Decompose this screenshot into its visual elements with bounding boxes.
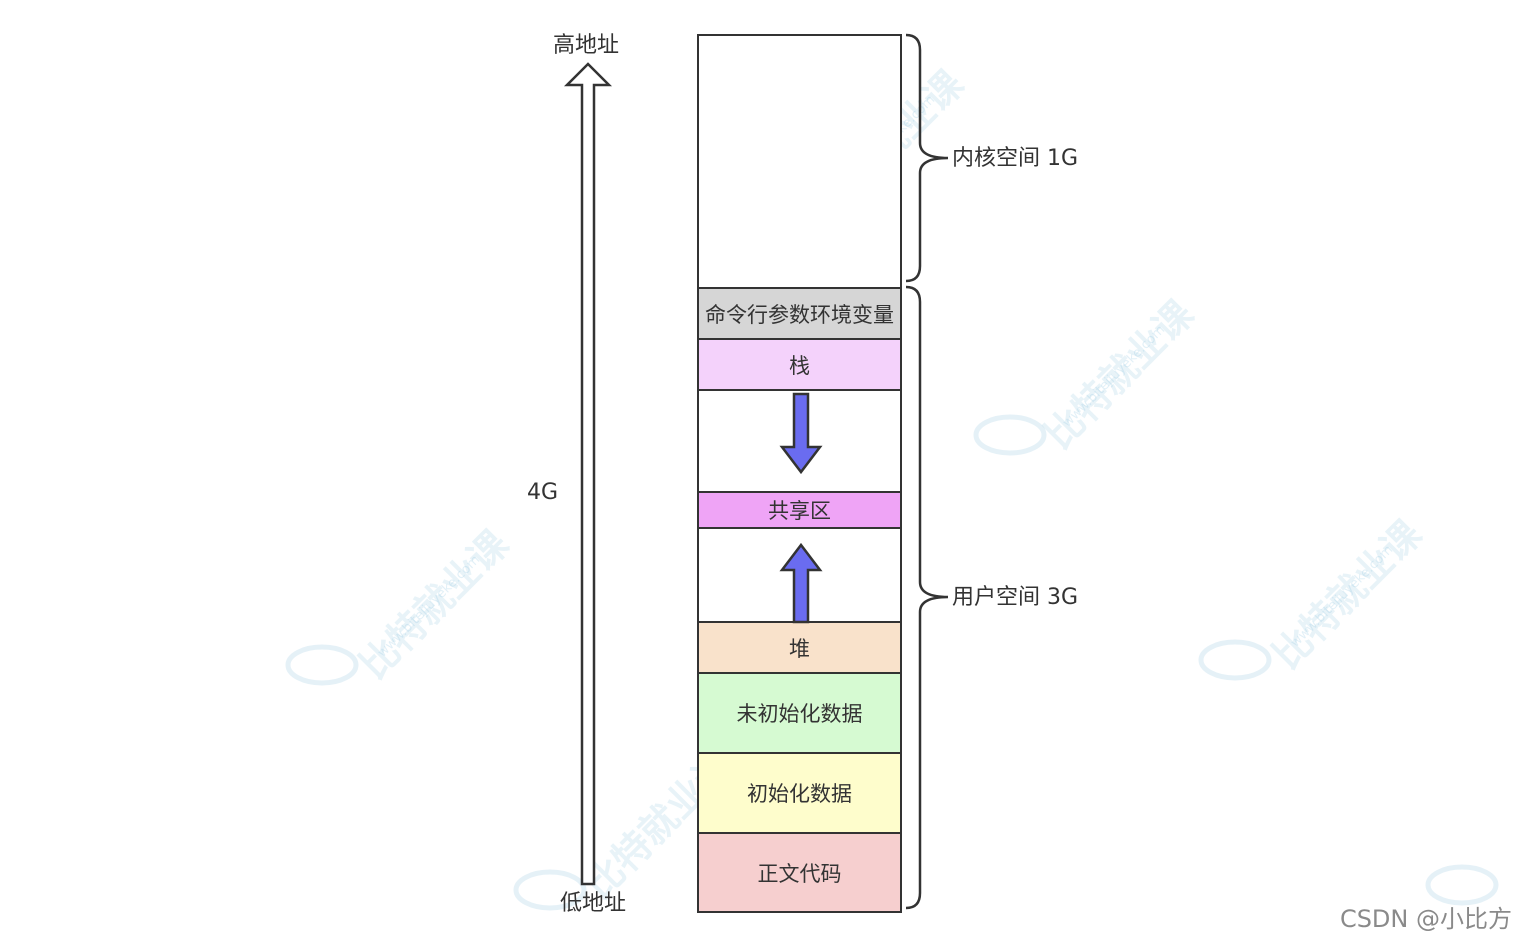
heap-grows-up-arrow-icon xyxy=(779,542,823,624)
watermark-logo-icon xyxy=(1425,864,1499,906)
segment-bss: 未初始化数据 xyxy=(697,672,902,752)
kernel-space-label: 内核空间 1G xyxy=(952,146,1079,171)
kernel-space-brace xyxy=(905,33,949,283)
address-axis-arrow-icon xyxy=(563,62,613,886)
high-address-label: 高地址 xyxy=(553,33,620,58)
segment-stack: 栈 xyxy=(697,338,902,389)
segment-shared: 共享区 xyxy=(697,491,902,527)
user-space-label: 用户空间 3G xyxy=(952,585,1079,610)
segment-text: 正文代码 xyxy=(697,832,902,913)
watermark-logo-icon xyxy=(513,869,587,911)
watermark-logo-icon xyxy=(1198,639,1272,681)
stack-grows-down-arrow-icon xyxy=(779,392,823,475)
braces-group xyxy=(905,33,949,910)
user-space-brace xyxy=(905,285,949,910)
total-size-label: 4G xyxy=(527,480,559,505)
watermark-logo-icon xyxy=(973,414,1047,456)
low-address-label: 低地址 xyxy=(560,891,627,916)
segment-kernel xyxy=(697,34,902,287)
segment-heap: 堆 xyxy=(697,621,902,672)
csdn-credit: CSDN @小比方 xyxy=(1339,905,1512,933)
segment-args-env: 命令行参数环境变量 xyxy=(697,287,902,338)
segment-data: 初始化数据 xyxy=(697,752,902,832)
watermark-logo-icon xyxy=(285,644,359,686)
